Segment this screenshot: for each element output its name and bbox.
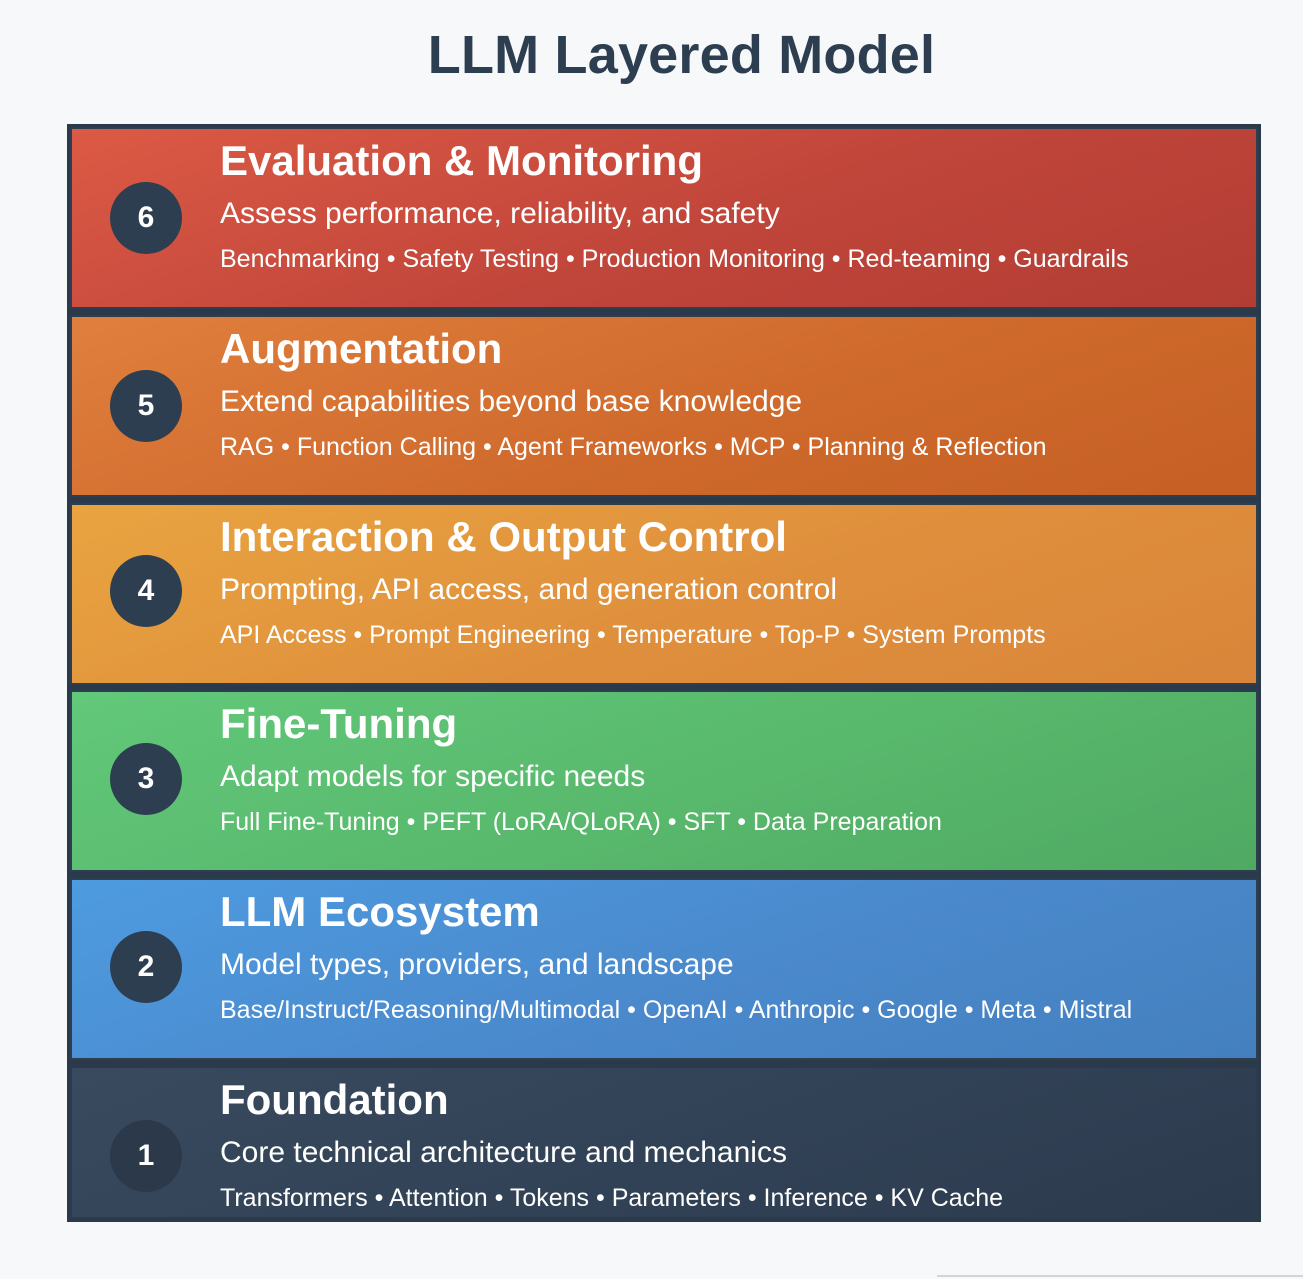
- layer-title: Augmentation: [220, 325, 503, 372]
- layer-items: Transformers • Attention • Tokens • Para…: [220, 1184, 1003, 1212]
- layer-items: Benchmarking • Safety Testing • Producti…: [220, 245, 1129, 273]
- layer-1-foundation: 1 Foundation Core technical architecture…: [70, 1066, 1258, 1219]
- layer-subtitle: Adapt models for specific needs: [220, 760, 646, 793]
- layer-2-llm-ecosystem: 2 LLM Ecosystem Model types, providers, …: [70, 878, 1258, 1060]
- layer-title: Interaction & Output Control: [220, 513, 787, 560]
- layer-subtitle: Model types, providers, and landscape: [220, 948, 734, 981]
- layer-items: RAG • Function Calling • Agent Framework…: [220, 433, 1047, 461]
- layer-title: LLM Ecosystem: [220, 888, 540, 935]
- layer-subtitle: Prompting, API access, and generation co…: [220, 573, 838, 606]
- layer-number-badge: 3: [110, 743, 182, 815]
- layer-items: Full Fine-Tuning • PEFT (LoRA/QLoRA) • S…: [220, 808, 942, 836]
- layer-title: Fine-Tuning: [220, 700, 458, 747]
- bottom-divider: [937, 1275, 1303, 1277]
- page-title: LLM Layered Model: [427, 25, 936, 85]
- layer-number-badge: 5: [110, 370, 182, 442]
- layer-number-badge: 6: [110, 182, 182, 254]
- layer-title: Foundation: [220, 1076, 449, 1123]
- layer-number-badge: 4: [110, 555, 182, 627]
- layer-4-interaction-output-control: 4 Interaction & Output Control Prompting…: [70, 503, 1258, 685]
- layer-subtitle: Assess performance, reliability, and saf…: [220, 197, 780, 230]
- layer-stack: 6 Evaluation & Monitoring Assess perform…: [67, 124, 1261, 1222]
- layer-5-augmentation: 5 Augmentation Extend capabilities beyon…: [70, 315, 1258, 497]
- layer-number-badge: 1: [110, 1120, 182, 1192]
- layer-number-badge: 2: [110, 931, 182, 1003]
- layer-subtitle: Core technical architecture and mechanic…: [220, 1136, 787, 1169]
- layer-3-fine-tuning: 3 Fine-Tuning Adapt models for specific …: [70, 690, 1258, 872]
- layer-subtitle: Extend capabilities beyond base knowledg…: [220, 385, 803, 418]
- layer-items: Base/Instruct/Reasoning/Multimodal • Ope…: [220, 996, 1133, 1024]
- layer-6-evaluation-monitoring: 6 Evaluation & Monitoring Assess perform…: [70, 127, 1258, 309]
- layer-title: Evaluation & Monitoring: [220, 137, 703, 184]
- layer-items: API Access • Prompt Engineering • Temper…: [220, 621, 1046, 649]
